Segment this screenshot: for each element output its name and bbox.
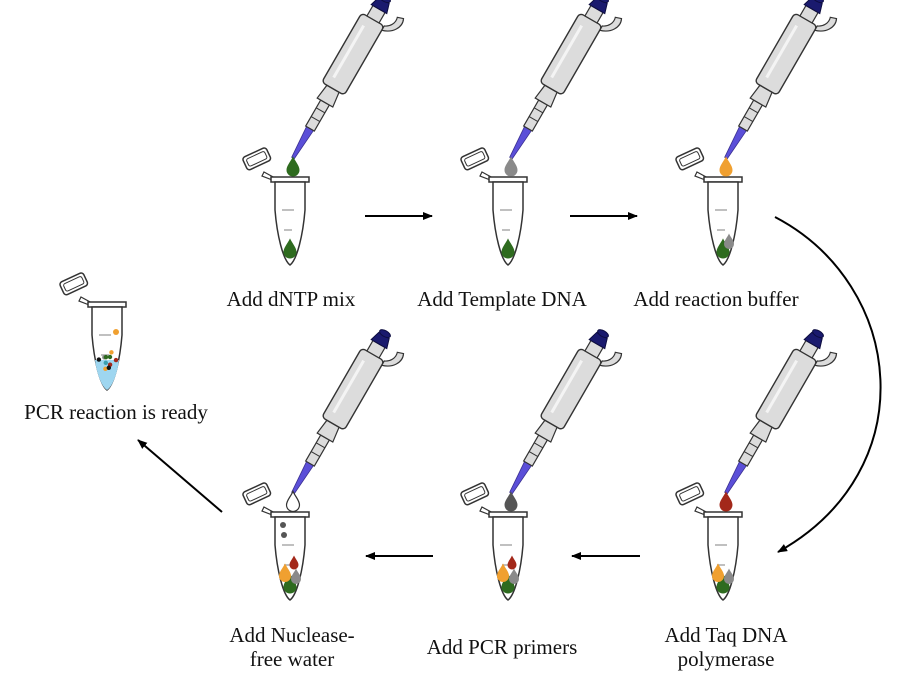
- pcr-step-4: [675, 329, 838, 601]
- pipette-body: [322, 13, 384, 95]
- step-label-line: Add Nuclease-: [229, 623, 355, 647]
- pipette: [724, 0, 838, 160]
- tube-content-drop: [501, 238, 515, 259]
- pcr-step-5: [460, 329, 623, 601]
- final-tube-particle: [103, 360, 108, 366]
- pipette-hook: [380, 351, 405, 367]
- tube-content-drop: [716, 238, 730, 259]
- pipette-body: [755, 13, 817, 95]
- tube-body: [274, 181, 306, 266]
- tube-content-drop: [712, 563, 724, 582]
- pcr-step-1: [242, 0, 405, 266]
- tube-lid: [460, 482, 490, 506]
- final-tube: [59, 272, 127, 391]
- final-tube-particle: [103, 354, 109, 360]
- pipette-tip: [724, 460, 748, 495]
- final-tube-particle: [106, 365, 112, 370]
- pipette-droplet: [504, 491, 518, 512]
- pipette-body: [755, 348, 817, 430]
- pcr-step-6: [242, 329, 405, 601]
- pipette-tip: [291, 125, 315, 160]
- arrow-step6-to-final: [137, 439, 223, 513]
- tube-content-drop: [283, 573, 297, 594]
- pipette-shaft: [737, 434, 764, 467]
- tube-content-drop: [724, 568, 734, 584]
- step-label-line: Add Taq DNA: [664, 623, 788, 647]
- pcr-step-2: [460, 0, 623, 266]
- pipette-shaft: [522, 434, 549, 467]
- pipette-hook: [380, 16, 405, 32]
- pipette-droplet: [286, 156, 300, 177]
- tube-content-dot: [281, 532, 287, 538]
- pipette-droplet: [504, 156, 518, 177]
- pipette-shaft: [737, 99, 764, 132]
- final-tube-particle: [109, 350, 114, 355]
- tube-lid: [460, 147, 490, 171]
- pipette-shaft: [304, 99, 331, 132]
- pipette: [291, 0, 405, 160]
- pipette-tip: [291, 460, 315, 495]
- pipette: [724, 329, 838, 495]
- tube-body: [492, 181, 524, 266]
- pipette-hook: [598, 351, 623, 367]
- tube-lid: [675, 482, 705, 506]
- final-tube-particle: [113, 329, 119, 335]
- final-label-pcr-reaction-ready: PCR reaction is ready: [24, 400, 208, 424]
- pipette-shaft: [304, 434, 331, 467]
- tube-content-drop: [497, 563, 509, 582]
- tube-lid: [675, 147, 705, 171]
- pcr-step-3: [675, 0, 838, 266]
- tube-content-drop: [283, 238, 297, 259]
- tube-content-drop: [507, 555, 517, 570]
- step-label-add-dntp-mix: Add dNTP mix: [226, 287, 356, 311]
- pipette-tip: [724, 125, 748, 160]
- pipette-body: [540, 13, 602, 95]
- tube-lid: [59, 272, 89, 296]
- pipette-body: [322, 348, 384, 430]
- step-label-line: free water: [249, 647, 335, 671]
- pipette-tip: [509, 125, 533, 160]
- final-tube-particle: [103, 366, 108, 372]
- pipette-body: [540, 348, 602, 430]
- pipette: [509, 0, 623, 160]
- tube-lid: [242, 482, 272, 506]
- final-tube-water: [95, 360, 119, 390]
- tube-content-drop: [291, 568, 301, 584]
- tube-content-drop: [716, 573, 730, 594]
- pipette-hook: [813, 351, 838, 367]
- final-tube-particle: [96, 357, 102, 362]
- step-label-add-template-dna: Add Template DNA: [417, 287, 587, 311]
- pipette: [291, 329, 405, 495]
- tube-content-dot: [280, 522, 286, 528]
- tube-content-drop: [509, 568, 519, 584]
- pipette-hook: [813, 16, 838, 32]
- pipette-hook: [598, 16, 623, 32]
- step-label-add-reaction-buffer: Add reaction buffer: [633, 287, 799, 311]
- step-label-add-nuclease-free-water: Add Nuclease- free water: [202, 623, 382, 671]
- final-tube-particle: [113, 357, 119, 363]
- pipette: [509, 329, 623, 495]
- pipette-droplet: [719, 491, 733, 512]
- step-label-add-taq-dna-polymerase: Add Taq DNA polymerase: [636, 623, 816, 671]
- pipette-shaft: [522, 99, 549, 132]
- tube-lid: [242, 147, 272, 171]
- tube-content-drop: [724, 233, 734, 249]
- tube-content-drop: [279, 563, 291, 582]
- final-tube-particle: [107, 354, 113, 360]
- pipette-droplet: [719, 156, 733, 177]
- step-label-add-pcr-primers: Add PCR primers: [426, 635, 578, 659]
- arrow-step3-to-step4-curved: [774, 216, 882, 553]
- pipette-tip: [509, 460, 533, 495]
- tube-content-drop: [289, 555, 299, 570]
- tube-content-drop: [501, 573, 515, 594]
- step-label-line: polymerase: [677, 647, 775, 671]
- pipette-droplet: [285, 489, 301, 513]
